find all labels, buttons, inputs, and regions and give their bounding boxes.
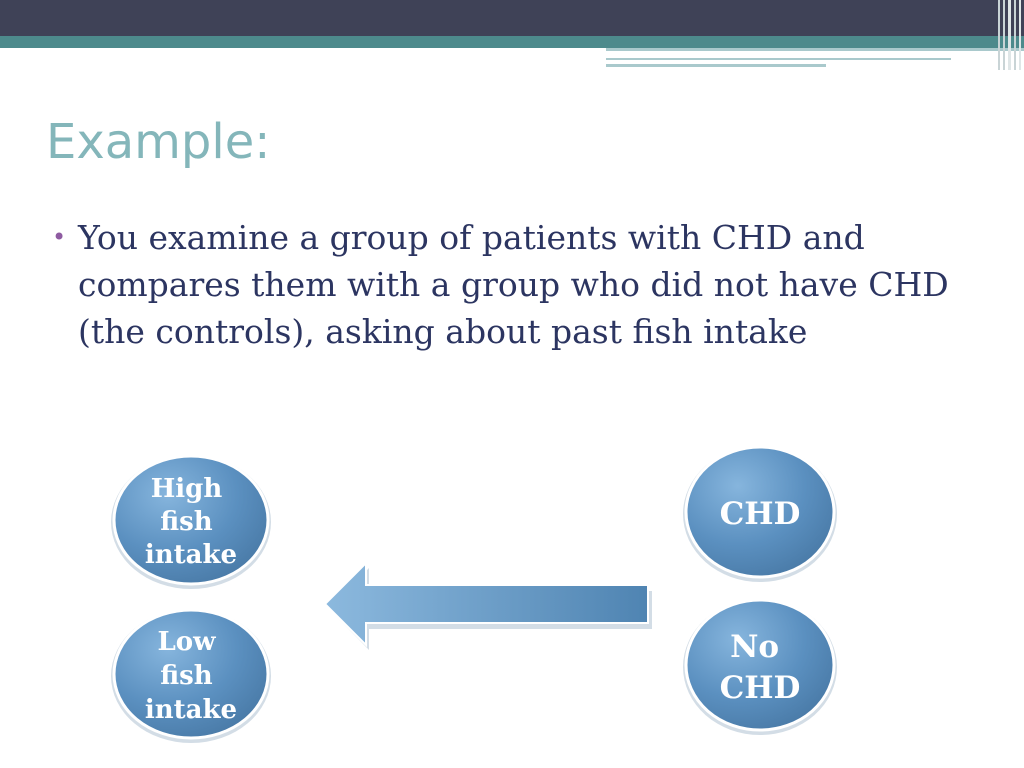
header-vertical-lines <box>998 0 1021 70</box>
header-stripe <box>606 48 1024 51</box>
node-label: No CHD <box>720 629 801 706</box>
bullet-list: • You examine a group of patients with C… <box>50 214 970 355</box>
slide-title: Example: <box>46 114 271 170</box>
bullet-dot-icon: • <box>52 223 67 251</box>
header-dark-band <box>0 0 1024 36</box>
node-label: Low fish intake <box>145 627 237 725</box>
bullet-text: You examine a group of patients with CHD… <box>78 218 949 351</box>
left-arrow-icon <box>323 560 652 650</box>
header-stripe <box>606 64 826 67</box>
outcome-node-chd: CHD <box>683 445 837 582</box>
header-stripe <box>606 58 951 60</box>
outcome-node-no-chd: No CHD <box>683 598 837 735</box>
exposure-node-low: Low fish intake <box>111 608 271 743</box>
node-label: High fish intake <box>145 474 237 570</box>
bullet-item: • You examine a group of patients with C… <box>50 214 970 355</box>
header-teal-band <box>0 36 1024 48</box>
exposure-node-high: High fish intake <box>111 454 271 589</box>
node-label: CHD <box>720 496 801 532</box>
